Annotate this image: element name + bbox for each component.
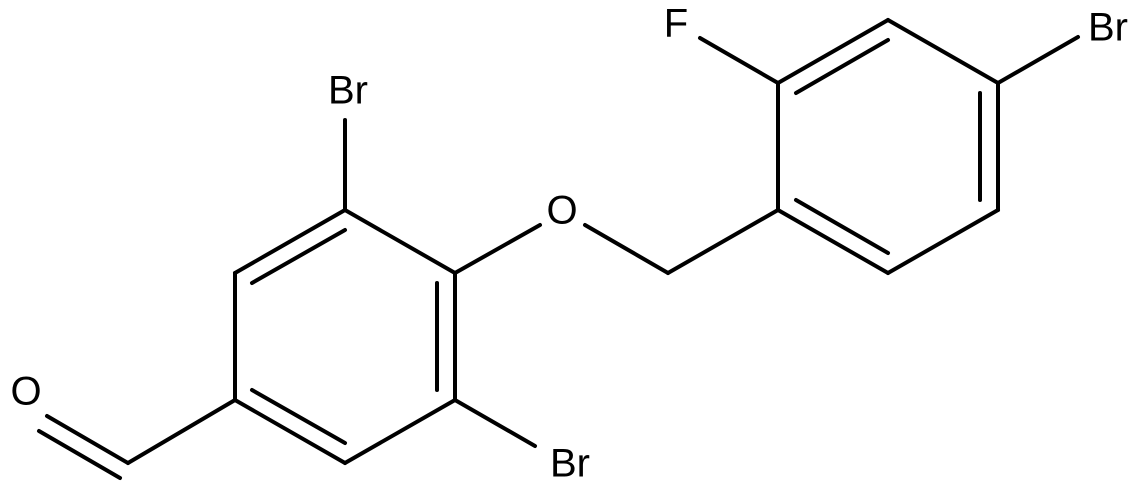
bond-r5-r6: [886, 208, 1000, 275]
bond-c6-c1-inner: [250, 228, 347, 285]
bond-cho-o-double-b: [37, 429, 122, 480]
atom-br-bottom: Br: [550, 442, 590, 486]
atom-br-top: Br: [328, 69, 368, 113]
bromofluorophenyl-ring: [776, 18, 1000, 275]
bond-c4-c5-inner: [250, 388, 347, 445]
bond-c3-br-bottom: [453, 398, 537, 448]
bond-c3-c4: [343, 398, 457, 465]
atom-ether-oxygen: O: [546, 189, 577, 233]
atom-fluorine: F: [664, 2, 688, 46]
benzaldehyde-ring: [233, 208, 457, 465]
bond-r4-br-right: [996, 35, 1080, 85]
bond-r2-r3: [776, 18, 890, 85]
bond-c6-c1: [233, 208, 347, 275]
bond-c4-c5: [233, 398, 347, 465]
bond-c1-c2: [343, 208, 457, 275]
bond-r6-r1: [776, 208, 890, 275]
bond-r3-r4: [886, 18, 1000, 85]
bond-r2-fluorine: [698, 36, 780, 85]
atom-br-right: Br: [1088, 6, 1128, 50]
bond-ether-o-ch2: [583, 223, 670, 275]
bond-c5-cho: [126, 398, 237, 465]
bond-c2-ether-o: [453, 223, 542, 275]
bond-r2-r3-inner: [794, 38, 890, 95]
bond-ch2-ring2: [666, 208, 780, 275]
atom-aldehyde-oxygen: O: [10, 370, 41, 414]
bond-cho-o-double-a: [45, 414, 130, 465]
bond-r6-r1-inner: [794, 198, 890, 255]
